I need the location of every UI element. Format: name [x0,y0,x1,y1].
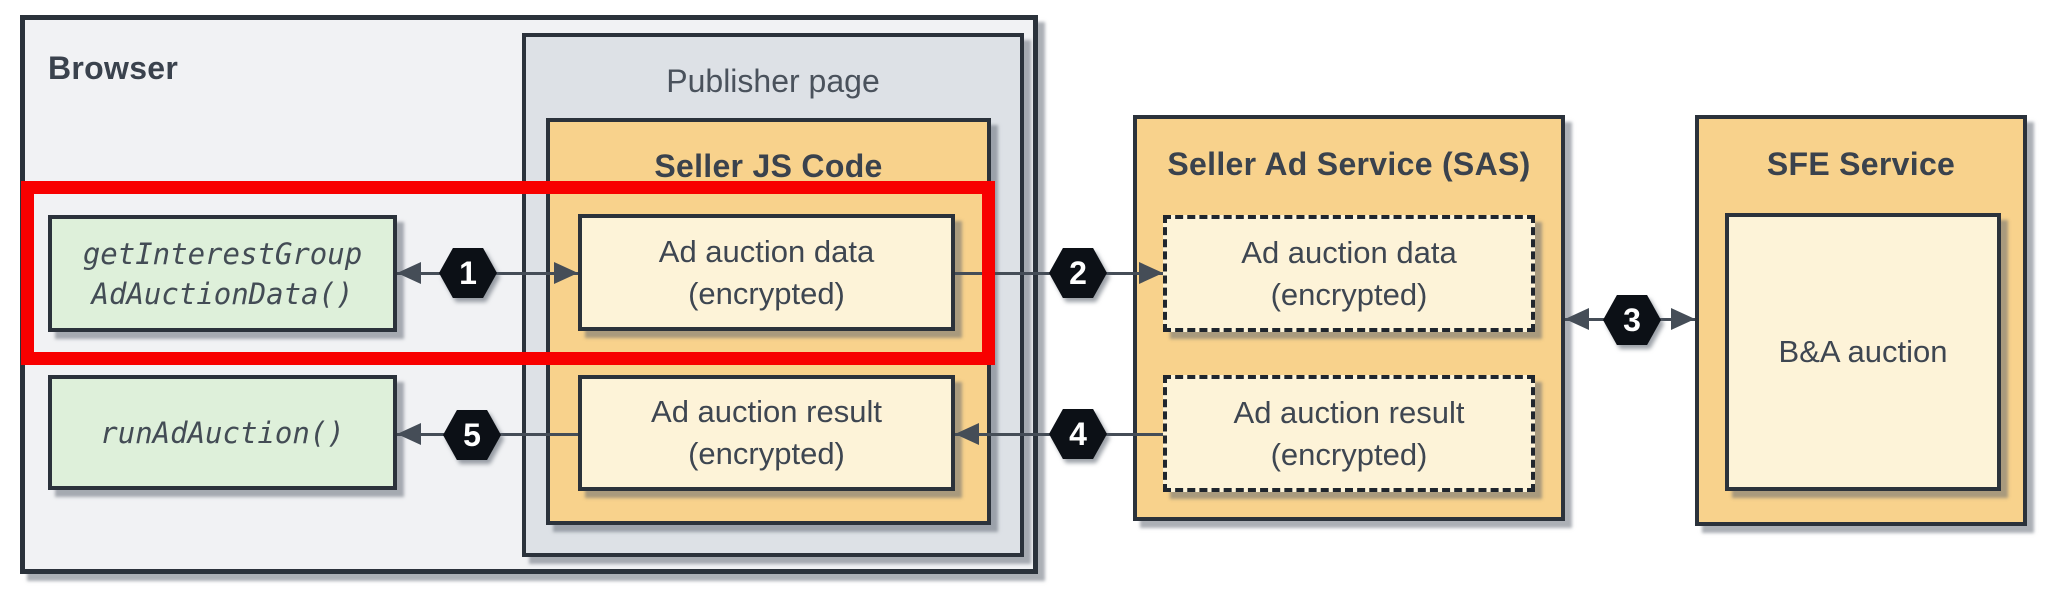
api-call-label: getInterestGroup [82,236,363,271]
browser-title: Browser [48,50,179,86]
seller-js-code-title: Seller JS Code [654,148,883,184]
sas-ad-auction-data-box: Ad auction data (encrypted) [1163,215,1535,332]
api-box-run-ad-auction: runAdAuction() [48,375,397,490]
box-label: B&A auction [1778,334,1948,369]
hexagon-badge-icon: 2 [1049,248,1107,298]
js-ad-auction-result-box: Ad auction result (encrypted) [578,375,955,491]
step-3-badge: 3 [1603,295,1661,345]
highlight-rectangle [21,181,995,365]
api-call-label: AdAuctionData() [91,276,354,311]
hexagon-badge-icon: 4 [1049,409,1107,459]
step-5-badge: 5 [443,410,501,460]
hexagon-badge-icon: 3 [1603,295,1661,345]
box-label-encrypted: (encrypted) [1270,276,1428,312]
ba-auction-box: B&A auction [1725,213,2001,491]
box-label-encrypted: (encrypted) [1270,436,1428,472]
box-label-encrypted: (encrypted) [688,436,845,471]
sas-title: Seller Ad Service (SAS) [1167,146,1531,182]
step-number: 1 [459,254,477,291]
arrowhead-right-icon [1139,262,1163,284]
step-4-badge: 4 [1049,409,1107,459]
box-label: Ad auction result [1233,394,1465,430]
step-2-badge: 2 [1049,248,1107,298]
box-label: Ad auction data [1241,234,1457,270]
hexagon-badge-icon: 5 [443,410,501,460]
step-number: 4 [1069,415,1087,452]
js-ad-auction-data-box: Ad auction data (encrypted) [578,214,955,331]
arrowhead-right-icon [1671,308,1695,330]
step-number: 5 [463,416,481,453]
api-box-get-interest-group: getInterestGroup AdAuctionData() [48,215,397,332]
arrowhead-left-icon [1565,308,1589,330]
sas-ad-auction-result-box: Ad auction result (encrypted) [1163,375,1535,492]
api-call-label: runAdAuction() [100,415,345,450]
box-label: Ad auction result [651,394,882,429]
step-number: 3 [1623,301,1641,338]
box-label-encrypted: (encrypted) [688,275,845,311]
arrowhead-left-icon [397,423,421,445]
step-number: 2 [1069,254,1087,291]
arrowhead-left-icon [397,262,421,284]
publisher-page-title: Publisher page [666,63,880,99]
box-label: Ad auction data [658,233,875,269]
hexagon-badge-icon: 1 [439,248,497,298]
arrowhead-left-icon [955,423,979,445]
sfe-title: SFE Service [1766,146,1956,182]
step-1-badge: 1 [439,248,497,298]
arrowhead-right-icon [554,262,578,284]
